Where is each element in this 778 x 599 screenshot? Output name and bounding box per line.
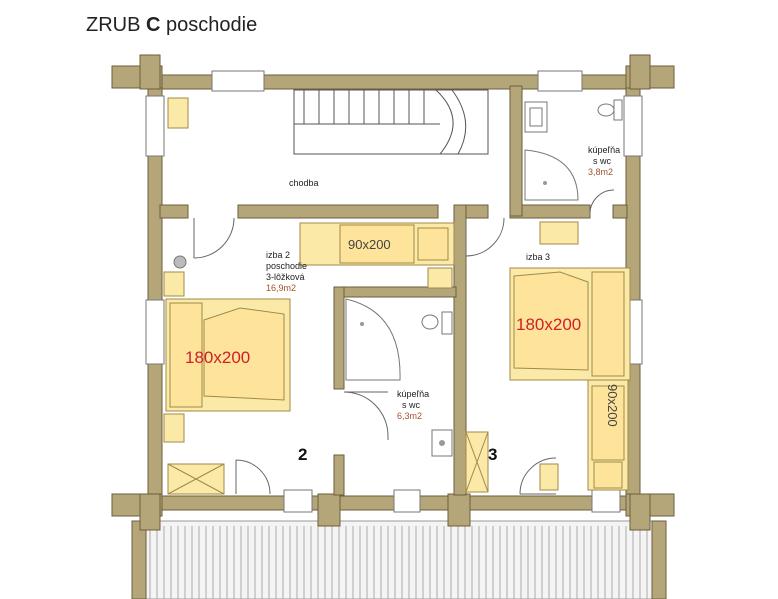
room3-name: izba 3 (526, 252, 550, 262)
room2-wardrobe (167, 463, 225, 495)
bed-double-right-label: 180x200 (516, 315, 581, 334)
bed-double-left: 180x200 (165, 298, 291, 412)
staircase (293, 89, 489, 155)
room3-wardrobe (465, 431, 489, 493)
room2-balcony-door[interactable] (235, 459, 271, 495)
room2-bedside-top (163, 271, 185, 297)
room3-balcony-door[interactable] (519, 457, 557, 495)
plan-title: ZRUB C poschodie (86, 14, 257, 37)
balcony (131, 520, 667, 599)
corridor-cabinet (167, 97, 189, 129)
bath-mid-name: kúpeľňa (397, 389, 429, 399)
bath-mid-fixtures (343, 298, 453, 457)
room2-stove (173, 255, 187, 269)
interior-walls (159, 85, 628, 496)
bed-single-right: 90x200 (587, 379, 629, 491)
title-bold: C (146, 14, 161, 36)
bath-mid-area: 6,3m2 (397, 411, 422, 421)
bath-top-name: kúpeľňa (588, 145, 620, 155)
bath-top-area: 3,8m2 (588, 167, 613, 177)
room3-door[interactable] (465, 217, 505, 257)
room2-number: 2 (298, 445, 307, 464)
bed-single-top-label: 90x200 (348, 237, 391, 252)
room2-line2: poschodie (266, 261, 307, 271)
room2-shelf (427, 267, 453, 289)
title-prefix: ZRUB (86, 14, 146, 36)
room2-area: 16,9m2 (266, 283, 296, 293)
room3-bedside-top (539, 221, 579, 245)
windows (145, 70, 643, 513)
bed-double-right: 180x200 (509, 267, 631, 381)
bath-mid-wc: s wc (402, 400, 421, 410)
bath-top-fixtures (524, 99, 623, 216)
room3-chair (539, 463, 559, 491)
room2-bedside-bottom (163, 413, 185, 443)
room2-line3: 3-lôžková (266, 272, 305, 282)
room3-number: 3 (488, 445, 497, 464)
bed-single-top: 90x200 (299, 222, 455, 266)
bed-single-right-label: 90x200 (605, 384, 620, 427)
corridor-label: chodba (289, 178, 319, 188)
room2-name: izba 2 (266, 250, 290, 260)
title-suffix: poschodie (160, 14, 258, 36)
bed-double-left-label: 180x200 (185, 348, 250, 367)
room2-door[interactable] (193, 217, 235, 259)
outer-walls (111, 54, 675, 531)
bath-top-wc: s wc (593, 156, 612, 166)
